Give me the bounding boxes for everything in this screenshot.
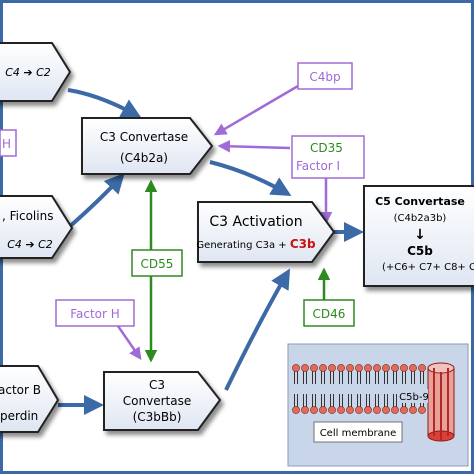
lipid-head	[337, 364, 345, 372]
lipid-head	[364, 364, 372, 372]
c3-activation-subtitle: Generating C3a + C3b	[196, 237, 316, 251]
lipid-head	[328, 406, 336, 414]
factor-i-label: Factor I	[296, 159, 340, 173]
c3-convertase-alternative-line1: C3	[149, 378, 165, 392]
c5-convertase-title: C5 Convertase	[375, 195, 465, 208]
lipid-head	[319, 406, 327, 414]
classical-pathway-text: C4 ➔ C2	[5, 66, 51, 79]
lipid-head	[346, 364, 354, 372]
lipid-head	[310, 364, 318, 372]
lectin-pathway-text-1: , Ficolins	[2, 209, 53, 223]
factor-h-box	[55, 299, 135, 327]
c4bp-label: C4bp	[309, 70, 340, 84]
arrow-c3conv-to-activation	[209, 160, 292, 197]
cd55-label: CD55	[141, 257, 174, 271]
pathway-arrows	[58, 88, 364, 415]
cd55-box	[131, 249, 183, 277]
lipid-head	[355, 364, 363, 372]
c4bp-box	[297, 62, 353, 90]
lipid-head	[373, 406, 381, 414]
cd35-label: CD35	[310, 141, 343, 155]
lipid-head	[373, 364, 381, 372]
c5b-label: C5b	[407, 244, 433, 258]
c5-cascade-text: (+C6+ C7+ C8+ C9	[382, 262, 474, 273]
lipid-head	[346, 406, 354, 414]
mac-label-bg	[400, 389, 428, 403]
lipid-head	[301, 406, 309, 414]
lipid-head	[391, 406, 399, 414]
lipid-head	[418, 406, 426, 414]
cell-membrane-label-box	[313, 421, 403, 443]
mac-label: C5b-9	[399, 392, 429, 403]
lipid-head	[409, 364, 417, 372]
arrow-lectin-to-c3conv	[66, 173, 125, 230]
alternative-pathway-text-1: actor B	[0, 383, 41, 397]
cd46-box	[303, 299, 355, 327]
membrane-inset: C5b-9 Cell membrane	[287, 343, 469, 467]
c3-convertase-alternative-line3: (C3bBb)	[133, 410, 182, 424]
lectin-pathway-node	[0, 195, 74, 259]
lipid-head	[292, 406, 300, 414]
lipid-head	[391, 364, 399, 372]
lipid-head	[328, 364, 336, 372]
lipid-head	[310, 406, 318, 414]
arrow-altconv-to-activation	[224, 268, 291, 391]
c3-activation-subtitle-prefix: Generating C3a +	[196, 240, 289, 251]
classical-pathway-node	[0, 42, 72, 102]
lipid-head	[409, 406, 417, 414]
lipid-head	[400, 364, 408, 372]
c3-convertase-classical-node	[81, 117, 214, 175]
alternative-pathway-node	[0, 365, 60, 433]
c3-convertase-classical-title: C3 Convertase	[100, 130, 188, 144]
lipid-head	[337, 406, 345, 414]
arrow-c4bp-inhibit	[213, 84, 299, 136]
c5-convertase-node	[363, 185, 474, 287]
lipid-head	[301, 364, 309, 372]
c3-convertase-alternative-node	[103, 371, 222, 431]
c3-activation-node	[197, 201, 336, 263]
cd46-label: CD46	[313, 307, 346, 321]
c3-convertase-classical-subtitle: (C4b2a)	[120, 151, 168, 165]
c3-convertase-alternative-line2: Convertase	[123, 394, 191, 408]
c3b-highlight: C3b	[290, 237, 316, 251]
arrow-classical-to-c3conv	[67, 88, 142, 118]
lipid-head	[292, 364, 300, 372]
arrow-factor-h-inhibit	[116, 325, 142, 361]
c5-down-arrow-icon: ↓	[414, 227, 426, 243]
c5-convertase-subtitle: (C4b2a3b)	[394, 213, 447, 224]
lipid-head	[319, 364, 327, 372]
lipid-head	[382, 364, 390, 372]
lipid-head	[364, 406, 372, 414]
mac-pore-icon	[427, 362, 455, 442]
arrow-cd35-inhibit	[217, 140, 291, 153]
cd35-factor-i-box	[291, 135, 365, 179]
factor-h-label: Factor H	[70, 307, 120, 321]
lipid-head	[355, 406, 363, 414]
alternative-pathway-text-2: perdin	[0, 409, 38, 423]
lipid-head	[382, 406, 390, 414]
cell-membrane-label: Cell membrane	[320, 428, 397, 439]
lipid-head	[418, 364, 426, 372]
lectin-pathway-text-2: C4 ➔ C2	[7, 238, 53, 251]
partial-h-box	[0, 129, 17, 157]
lipid-head	[400, 406, 408, 414]
c3-activation-title: C3 Activation	[209, 214, 302, 230]
partial-h-label: H	[2, 137, 11, 151]
